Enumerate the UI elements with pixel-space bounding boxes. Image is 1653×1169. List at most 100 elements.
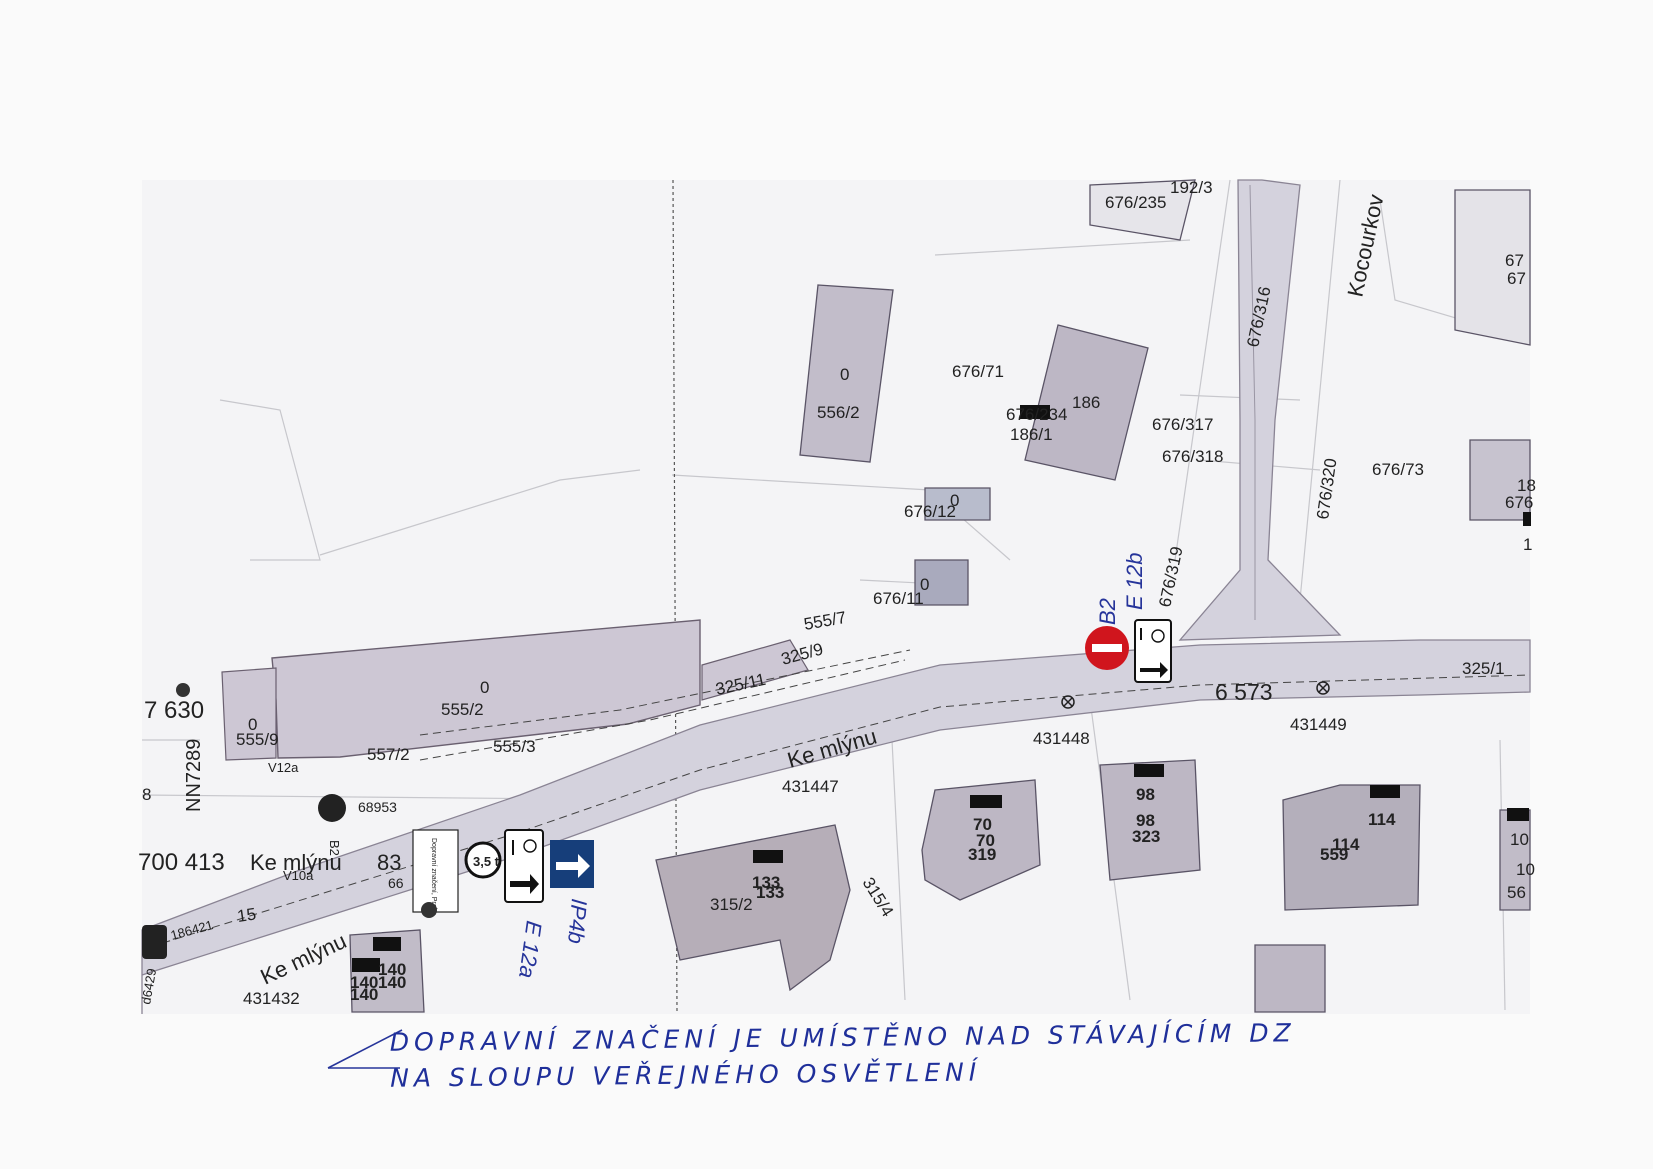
handwritten-annotations: B2 E 12b IP4b E 12a [514, 553, 1147, 980]
id-label: NN7289 [183, 739, 205, 812]
road-kocourkov [1178, 179, 1342, 641]
road-dashes [149, 649, 1531, 948]
id-label: 68953 [358, 799, 397, 815]
parcel-label: 557/2 [367, 745, 410, 764]
parcel-label: 67 [1505, 251, 1524, 270]
id-label: 431449 [1290, 715, 1347, 734]
parcel-label: 315/2 [710, 895, 753, 914]
parcel-label: 10 [1516, 860, 1535, 879]
parcel-label: 0 [248, 715, 257, 734]
pole-marker [318, 794, 346, 822]
info-card-text: Dopravní značení, Praha [430, 838, 437, 916]
parcel-label: 0 [950, 491, 959, 510]
id-labels: 7 630 NN7289 6 573 431448 431449 431447 … [138, 679, 1347, 1008]
arrow-right-icon [556, 854, 590, 878]
building-98 [1099, 759, 1201, 881]
id-label: 431447 [782, 777, 839, 796]
house-label: 559 [1320, 845, 1348, 864]
building-676-12 [924, 487, 991, 521]
building-114 [1282, 784, 1421, 911]
annotation-ip4b: IP4b [563, 898, 592, 945]
building-556-2 [799, 284, 894, 463]
house-label: 323 [1132, 827, 1160, 846]
building-bottom [1254, 944, 1326, 1013]
parcel-label: 556/2 [817, 403, 860, 422]
d-marker [142, 925, 167, 959]
house-tags [352, 405, 1531, 972]
parcel-label: 676/234 [1006, 405, 1067, 424]
id-label: 431432 [243, 989, 300, 1008]
id-label: 66 [388, 875, 404, 891]
parcel-label: 676/318 [1162, 447, 1223, 466]
road-kocourkov-center [1249, 184, 1256, 620]
parcel-label: 676/317 [1152, 415, 1213, 434]
id-label: V12a [268, 760, 299, 775]
weight-limit-text: 3,5 t [473, 854, 500, 869]
parcel-label: 676 [1505, 493, 1533, 512]
house-label: 98 [1136, 811, 1155, 830]
house-label: 140 [378, 973, 406, 992]
id-label: d6429 [138, 967, 159, 1005]
parcel-label: 0 [480, 678, 489, 697]
parcel-label: 67 [1507, 269, 1526, 288]
sign-group-left: Dopravní značení, Praha 3,5 t [412, 829, 594, 918]
parcel-label: 0 [840, 365, 849, 384]
house-label: 133 [756, 883, 784, 902]
house-label: 319 [968, 845, 996, 864]
building-676-235 [1089, 179, 1196, 241]
arrow-right-icon [1140, 662, 1168, 678]
house-label: 140 [350, 973, 378, 992]
annotation-e12b: E 12b [1122, 553, 1147, 611]
lamp-poles [1061, 681, 1330, 709]
id-label: 431448 [1033, 729, 1090, 748]
parcel-label: 676/12 [904, 502, 956, 521]
no-entry-bar [1092, 644, 1122, 652]
arrow-right-icon [510, 874, 539, 894]
house-label: 98 [1136, 785, 1155, 804]
weight-limit-sign [464, 841, 502, 879]
bicycle-icon [523, 839, 537, 853]
house-label: 70 [973, 815, 992, 834]
id-label: B2 [327, 840, 342, 856]
id-label: 7 630 [144, 697, 204, 724]
buildings [349, 179, 1531, 1013]
parcel-label: 186/1 [1010, 425, 1053, 444]
building-67 [1454, 189, 1531, 346]
building-140 [349, 929, 425, 1013]
sheet-boundary [672, 179, 678, 1013]
id-label: V10a [283, 868, 314, 883]
annotation-b2: B2 [1095, 598, 1120, 625]
supplementary-sign-e12a [504, 829, 544, 903]
house-label: 140 [350, 985, 378, 1004]
house-labels: 133 133 70 70 319 98 98 323 114 114 559 … [350, 785, 1396, 1004]
parcel-label: 676/71 [952, 362, 1004, 381]
id-label: 700 413 [138, 849, 225, 876]
building-70 [921, 779, 1041, 901]
info-card [412, 829, 459, 913]
parcel-label: 15 [236, 905, 257, 926]
house-label: 140 [378, 960, 406, 979]
parcel-label: 186 [1072, 393, 1100, 412]
parcel-label: 192/3 [1170, 178, 1213, 197]
parcel-label: 676/235 [1105, 193, 1166, 212]
parcel-label: 1 [1523, 535, 1532, 554]
road-ke-mlynu [141, 639, 1531, 1014]
parcel-label: 555/3 [493, 737, 536, 756]
id-label: 8 [142, 785, 151, 804]
lamp-pole-icon [421, 902, 437, 918]
parcel-label: 18 [1517, 476, 1536, 495]
note-pointer [327, 1029, 403, 1069]
sign-group-right [1085, 619, 1172, 683]
parcel-label: 10 [1510, 830, 1529, 849]
bicycle-icon [1151, 629, 1165, 643]
parcel-325-11 [701, 639, 809, 701]
parcel-555-9 [221, 667, 277, 761]
street-label: Ke mlýnu [250, 850, 342, 875]
parcel-label: 325/1 [1462, 659, 1505, 678]
house-label: 133 [752, 873, 780, 892]
id-label: 83 [377, 850, 401, 875]
parcel-label: 0 [920, 575, 929, 594]
house-label: 70 [976, 831, 995, 850]
